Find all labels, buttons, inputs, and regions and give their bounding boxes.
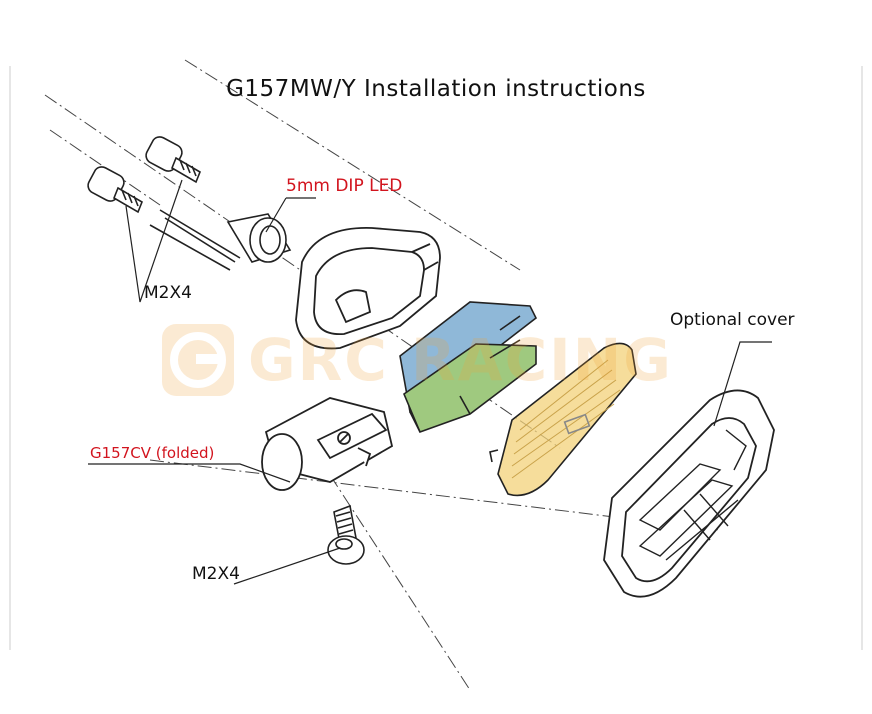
screw-top-1 <box>145 136 201 184</box>
screw-bottom <box>327 504 365 565</box>
amber-lens <box>489 342 637 497</box>
led-component <box>149 209 292 271</box>
page-title: G157MW/Y Installation instructions <box>226 76 646 102</box>
optional-cover <box>603 389 775 598</box>
label-screws-top: M2X4 <box>144 283 192 303</box>
mounting-bracket <box>399 301 538 434</box>
screw-top-2 <box>87 166 143 214</box>
watermark-logo-icon <box>162 324 234 396</box>
label-optional-cover: Optional cover <box>670 310 795 330</box>
leader-lines <box>88 179 772 585</box>
folded-bracket <box>261 397 394 491</box>
label-screw-bottom: M2X4 <box>192 564 240 584</box>
watermark: GRC RACING <box>158 320 698 400</box>
light-housing <box>295 227 441 350</box>
label-led: 5mm DIP LED <box>286 176 403 196</box>
watermark-text: GRC RACING <box>248 326 673 394</box>
label-folded-part: G157CV (folded) <box>90 444 215 462</box>
